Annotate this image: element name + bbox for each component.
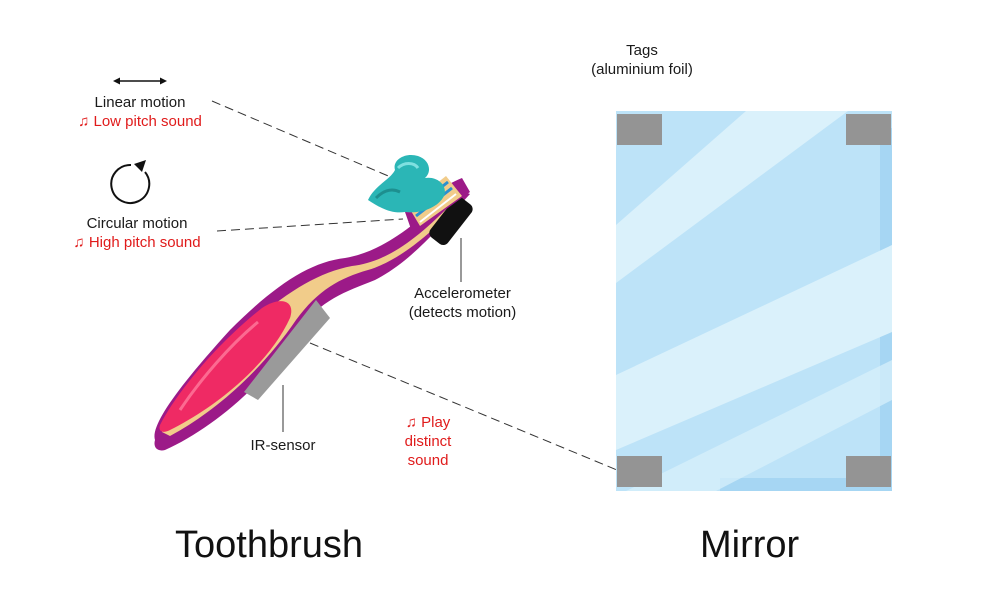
linear-motion-title: Linear motion [94, 94, 186, 111]
circular-motion-title: Circular motion [86, 215, 188, 232]
low-pitch-sound-label: ♫ Low pitch sound [78, 113, 202, 130]
play-sound-line2: distinct [404, 433, 452, 450]
tags-title: Tags [626, 42, 658, 59]
toothbrush-grip [159, 301, 292, 432]
linear-motion-label: Linear motion ♫ Low pitch sound [70, 93, 210, 131]
accelerometer-chip [429, 196, 473, 246]
tag-bottom-right [846, 456, 891, 487]
play-sound-line3: sound [407, 452, 449, 469]
ir-sensor-label: IR-sensor [250, 437, 316, 454]
circular-motion-label: Circular motion ♫ High pitch sound [62, 214, 212, 252]
accelerometer-subtitle: (detects motion) [408, 304, 517, 321]
ir-sensor-chip [244, 300, 330, 400]
circular-arrow-icon [110, 160, 151, 204]
tags-subtitle: (aluminium foil) [591, 61, 693, 78]
mirror-shine [616, 245, 892, 450]
circular-leader-line [216, 218, 404, 232]
accelerometer-label: Accelerometer (detects motion) [390, 284, 535, 322]
linear-leader-line [211, 100, 394, 179]
toothpaste [368, 154, 445, 213]
mirror-shine [626, 360, 892, 491]
toothbrush [154, 154, 473, 451]
play-sound-label: ♫ Play distinct sound [388, 413, 468, 470]
play-sound-line1: ♫ Play [405, 414, 451, 431]
toothbrush-caption: Toothbrush [175, 524, 364, 566]
accelerometer-title: Accelerometer [414, 285, 511, 302]
tags-label: Tags (aluminium foil) [572, 41, 712, 79]
tag-top-left [617, 114, 662, 145]
mirror-caption: Mirror [700, 524, 800, 566]
tag-top-right [846, 114, 891, 145]
double-arrow-icon [113, 77, 167, 85]
mirror [616, 111, 892, 491]
tag-bottom-left [617, 456, 662, 487]
mirror-shine [616, 111, 848, 283]
high-pitch-sound-label: ♫ High pitch sound [73, 234, 201, 251]
